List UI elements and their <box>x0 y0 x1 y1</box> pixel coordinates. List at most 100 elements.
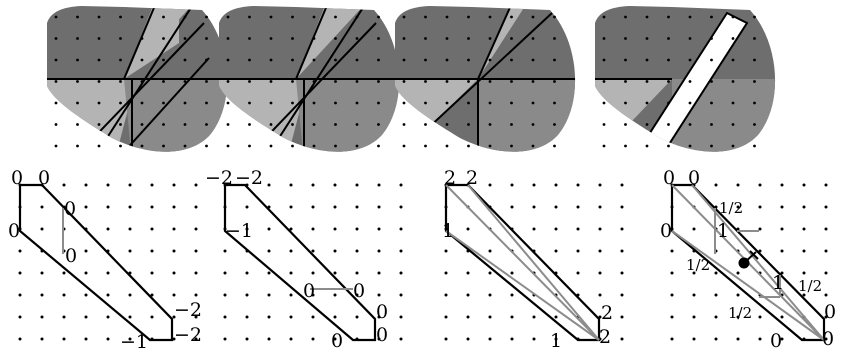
lattice-dot <box>355 58 359 62</box>
lattice-dot <box>670 249 674 253</box>
lattice-dot <box>311 337 315 341</box>
lattice-dot <box>76 123 79 126</box>
lattice-dot <box>780 337 784 341</box>
lattice-dot <box>532 315 536 319</box>
lattice-dot <box>84 271 88 275</box>
lattice-dot <box>172 337 176 341</box>
lattice-dot <box>645 80 649 83</box>
lattice-dot <box>576 227 580 231</box>
lattice-dot <box>248 123 251 126</box>
lattice-dot <box>128 315 132 319</box>
lattice-dot <box>269 101 273 105</box>
lattice-dot <box>488 37 492 40</box>
lattice-dot <box>620 315 624 319</box>
lattice-dot <box>645 15 649 19</box>
lattice-dot <box>488 80 492 83</box>
lattice-dot <box>488 293 492 297</box>
lattice-dot <box>150 205 154 209</box>
lattice-dot <box>714 183 718 187</box>
lattice-dot <box>467 58 470 62</box>
lattice-dot <box>736 183 740 187</box>
lattice-dot <box>172 249 176 253</box>
lattice-dot <box>140 144 144 148</box>
lattice-dot <box>424 80 427 83</box>
lattice-dot <box>377 271 381 275</box>
lattice-dot <box>445 123 449 126</box>
lattice-dot <box>645 37 649 40</box>
lattice-dot <box>554 337 558 341</box>
lattice-dot <box>291 37 294 40</box>
label-7: 0 <box>822 328 834 350</box>
lattice-dot <box>194 271 198 275</box>
label-7: −2 <box>174 324 202 346</box>
lattice-dot <box>248 37 251 40</box>
lattice-dot <box>402 15 406 19</box>
label-4: 0 <box>353 280 365 302</box>
lattice-dot <box>510 101 513 105</box>
lattice-dot <box>424 144 427 148</box>
lattice-dot <box>758 205 762 209</box>
lattice-dot <box>312 80 316 83</box>
lattice-dot <box>466 337 470 341</box>
lattice-dot <box>532 205 536 209</box>
lattice-dot <box>183 37 187 40</box>
lattice-dot <box>267 271 271 275</box>
lattice-dot <box>226 123 230 126</box>
lattice-dot <box>554 227 558 231</box>
fraction-2: 1/2 <box>798 277 822 295</box>
lattice-dot <box>688 37 692 40</box>
lattice-dot <box>205 37 208 40</box>
lattice-dot <box>753 80 756 83</box>
lattice-dot <box>645 58 649 62</box>
lattice-dot <box>150 315 154 319</box>
lattice-dot <box>76 101 79 105</box>
label-6: −1 <box>120 331 148 353</box>
lattice-dot <box>445 80 449 83</box>
lattice-dot <box>531 123 535 126</box>
lattice-dot <box>466 293 470 297</box>
lattice-dot <box>624 123 627 126</box>
lattice-dot <box>140 37 144 40</box>
lattice-dot <box>18 315 22 319</box>
lattice-dot <box>18 249 22 253</box>
lattice-dot <box>802 249 806 253</box>
lattice-dot <box>667 144 670 148</box>
lattice-dot <box>311 249 315 253</box>
lattice-dot <box>598 293 602 297</box>
lattice-dot <box>40 271 44 275</box>
lattice-dot <box>76 15 79 19</box>
lattice-dot <box>62 271 66 275</box>
label-5: 0 <box>770 330 782 352</box>
lattice-dot <box>377 293 381 297</box>
lattice-dot <box>334 58 337 62</box>
lattice-dot <box>620 227 624 231</box>
lattice-dot <box>736 337 740 341</box>
lattice-dot <box>76 58 79 62</box>
lattice-dot <box>311 227 315 231</box>
lattice-dot <box>40 315 44 319</box>
lattice-dot <box>620 271 624 275</box>
lattice-dot <box>399 227 403 231</box>
lattice-dot <box>128 183 132 187</box>
lattice-dot <box>172 183 176 187</box>
lattice-dot <box>333 271 337 275</box>
lattice-dot <box>311 315 315 319</box>
lattice-dot <box>598 183 602 187</box>
lattice-dot <box>576 183 580 187</box>
lattice-dot <box>692 293 696 297</box>
lattice-dot <box>736 271 740 275</box>
lattice-dot <box>355 249 359 253</box>
lattice-dot <box>245 315 249 319</box>
label-1: 0 <box>688 167 700 189</box>
lattice-dot <box>753 144 756 148</box>
lattice-dot <box>54 101 58 105</box>
lattice-dot <box>510 337 514 341</box>
lattice-dot <box>333 337 337 341</box>
lattice-dot <box>54 80 58 83</box>
lattice-dot <box>377 205 381 209</box>
lattice-dot <box>445 37 449 40</box>
fraction-1: 1/2 <box>686 256 710 274</box>
lattice-dot <box>84 249 88 253</box>
lattice-dot <box>223 271 227 275</box>
lattice-dot <box>488 144 492 148</box>
